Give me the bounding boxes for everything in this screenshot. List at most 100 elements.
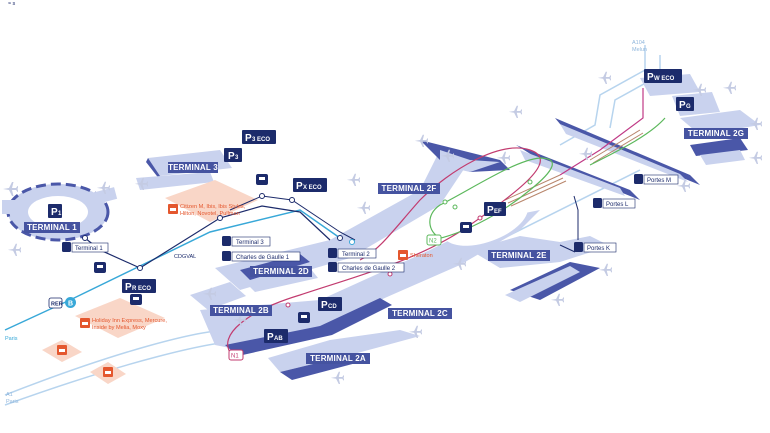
svg-text:P: P <box>267 332 274 343</box>
parking-pr-eco[interactable]: P R ECO <box>122 279 156 293</box>
svg-text:Portes M: Portes M <box>647 178 671 184</box>
paris-label: Paris <box>5 336 18 342</box>
svg-text:Hilton, Novotel, Pullman: Hilton, Novotel, Pullman <box>180 211 240 217</box>
svg-text:AB: AB <box>274 336 283 342</box>
hotel-zone-t3 <box>165 180 258 222</box>
svg-text:CD: CD <box>328 304 337 310</box>
svg-text:EF: EF <box>494 209 502 215</box>
station-terminal-2[interactable]: Terminal 2 <box>328 248 377 259</box>
header-glyph: ≈ s <box>8 1 16 7</box>
station-portes-k[interactable]: Portes K <box>574 242 617 253</box>
train-icon <box>222 251 231 261</box>
svg-text:Sheraton: Sheraton <box>410 253 433 259</box>
parking-pcd[interactable]: P CD <box>318 297 342 311</box>
portes-k-connector <box>559 244 576 253</box>
plane-icon <box>330 371 344 384</box>
train-icon <box>634 174 643 184</box>
svg-text:1: 1 <box>58 211 62 217</box>
svg-text:W ECO: W ECO <box>654 76 675 82</box>
plane-icon <box>508 105 522 118</box>
a1-paris-label: Paris <box>6 399 19 405</box>
car-icon <box>460 222 472 233</box>
terminal-2a-label: TERMINAL 2A <box>310 354 366 363</box>
melun-label: Melun <box>632 47 647 53</box>
terminal-2c-label: TERMINAL 2C <box>392 309 448 318</box>
n1-line <box>227 147 541 356</box>
terminal-label-t2a: TERMINAL 2A <box>306 353 370 364</box>
train-icon <box>328 262 337 272</box>
svg-text:Inside by Melia, Moxy: Inside by Melia, Moxy <box>92 325 146 331</box>
car-icon <box>130 294 142 305</box>
parking-pef[interactable]: P EF <box>484 202 506 216</box>
terminal-label-t2g: TERMINAL 2G <box>684 128 748 139</box>
a1-label: A1 <box>6 392 13 398</box>
station-terminal-3[interactable]: Terminal 3 <box>222 236 271 247</box>
plane-icon <box>550 293 564 306</box>
station-portes-m[interactable]: Portes M <box>634 174 679 185</box>
station-cdg2[interactable]: Charles de Gaulle 2 <box>328 262 405 273</box>
line-stations <box>82 179 533 308</box>
svg-text:Holiday Inn Express, Mercure,: Holiday Inn Express, Mercure, <box>92 318 167 324</box>
terminal-2d-label: TERMINAL 2D <box>253 267 309 276</box>
svg-text:P: P <box>487 205 494 216</box>
svg-text:Charles de Gaulle 2: Charles de Gaulle 2 <box>342 266 396 272</box>
station-portes-l[interactable]: Portes L <box>593 198 636 209</box>
plane-icon <box>722 81 736 94</box>
svg-text:P: P <box>296 181 303 192</box>
svg-text:P: P <box>321 300 328 311</box>
train-icon <box>328 248 337 258</box>
car-icon-group <box>94 174 472 323</box>
rer-b-badge: RER B <box>48 297 76 309</box>
svg-text:Terminal 1: Terminal 1 <box>75 246 103 252</box>
hotel-zone-r-label[interactable]: Holiday Inn Express, Mercure, Inside by … <box>80 318 167 331</box>
parking-p3[interactable]: P 3 <box>224 148 242 162</box>
svg-text:P: P <box>51 207 58 218</box>
svg-text:P: P <box>125 282 132 293</box>
hotel-zone-t3-label[interactable]: Citizen M, Ibis, Ibis Styles, Hilton, No… <box>168 204 246 217</box>
terminal-label-t2e: TERMINAL 2E <box>488 250 550 261</box>
terminal-2b-label: TERMINAL 2B <box>213 306 269 315</box>
terminal-2e-label: TERMINAL 2E <box>491 251 547 260</box>
terminal-label-t1: TERMINAL 1 <box>24 222 80 233</box>
hotel-sheraton[interactable]: Sheraton <box>398 250 433 260</box>
parking-px-eco[interactable]: P X ECO <box>293 178 327 192</box>
svg-text:Portes K: Portes K <box>587 246 610 252</box>
svg-text:P: P <box>679 100 686 111</box>
svg-text:N1: N1 <box>231 354 239 360</box>
svg-text:Charles de Gaulle 1: Charles de Gaulle 1 <box>236 255 290 261</box>
svg-text:Citizen M, Ibis, Ibis Styles,: Citizen M, Ibis, Ibis Styles, <box>180 204 246 210</box>
svg-text:Terminal 2: Terminal 2 <box>342 252 370 258</box>
car-icon <box>94 262 106 273</box>
terminal-label-t2c: TERMINAL 2C <box>388 308 452 319</box>
svg-text:P: P <box>245 133 252 144</box>
terminal-2g-label: TERMINAL 2G <box>688 129 744 138</box>
svg-text:RER: RER <box>51 302 63 308</box>
svg-text:3: 3 <box>235 155 239 161</box>
parking-p3-eco[interactable]: P 3 ECO <box>242 130 276 144</box>
svg-text:B: B <box>68 301 73 308</box>
plane-icon <box>578 147 592 160</box>
station-cdg1[interactable]: Charles de Gaulle 1 <box>222 251 301 262</box>
a104-label: A104 <box>632 40 645 46</box>
plane-icon <box>597 71 611 84</box>
parking-pg[interactable]: P G <box>676 97 694 111</box>
terminal-label-t3: TERMINAL 3 <box>168 162 218 173</box>
hotel-small-1[interactable] <box>57 345 67 355</box>
parking-pab[interactable]: P AB <box>264 329 288 343</box>
hotel-small-2[interactable] <box>103 367 113 377</box>
parking-pw-eco[interactable]: P W ECO <box>644 69 682 83</box>
car-icon <box>256 174 268 185</box>
w-eco-line <box>559 88 644 176</box>
station-terminal-1[interactable]: Terminal 1 <box>62 242 109 253</box>
terminal-label-t2b: TERMINAL 2B <box>210 305 272 316</box>
svg-text:G: G <box>686 104 691 110</box>
train-icon <box>593 198 602 208</box>
svg-text:X ECO: X ECO <box>303 185 322 191</box>
terminal-2f-label: TERMINAL 2F <box>382 184 437 193</box>
hotel-zone-r <box>75 298 165 338</box>
train-icon <box>574 242 583 252</box>
parking-p1[interactable]: P 1 <box>48 204 62 218</box>
terminal-label-t2d: TERMINAL 2D <box>250 266 312 277</box>
car-icon <box>298 312 310 323</box>
